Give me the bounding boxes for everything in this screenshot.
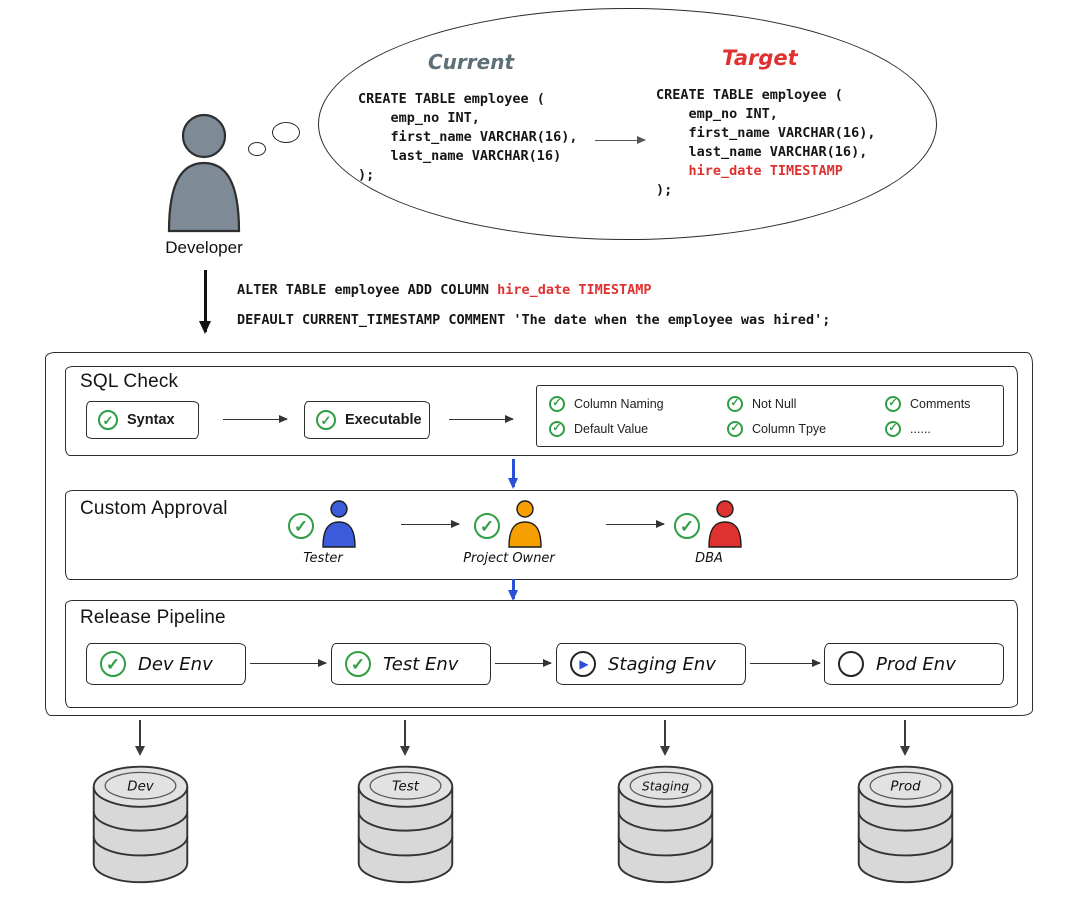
stage-test-env: Test Env (331, 643, 491, 685)
rule-label: Column Tpye (752, 421, 827, 436)
pipeline-arrow-3 (750, 658, 821, 667)
target-schema-title: Target (722, 46, 798, 70)
alter-line1-prefix: ALTER TABLE employee ADD COLUMN (237, 282, 498, 298)
current-schema-code: CREATE TABLE employee ( emp_no INT, firs… (358, 91, 578, 183)
sql-check-title: SQL Check (80, 371, 179, 392)
play-icon (570, 651, 596, 677)
executable-step-label: Executable (345, 412, 422, 428)
check-icon (316, 410, 336, 430)
dba-person-icon (708, 500, 742, 548)
stage-label: Prod Env (876, 653, 956, 675)
check-icon (727, 420, 743, 437)
developer-flow-arrow (199, 270, 211, 334)
stage-dev-env: Dev Env (86, 643, 246, 685)
project-owner-label: Project Owner (463, 551, 555, 566)
project-owner-person-icon (508, 500, 542, 548)
rule-more: ...... (885, 420, 1015, 437)
check-icon (549, 395, 565, 412)
approval-arrow-1 (401, 519, 460, 528)
developer-person-icon (167, 113, 241, 233)
release-pipeline-title: Release Pipeline (80, 607, 226, 628)
dev-database-icon: Dev (92, 765, 189, 884)
rule-label: ...... (910, 421, 931, 436)
sql-check-section: SQL Check Syntax Executable Column Namin… (65, 366, 1018, 456)
check-icon (474, 513, 500, 539)
rule-default-value: Default Value (549, 420, 727, 437)
sql-check-arrow-1 (223, 414, 288, 423)
rule-column-naming: Column Naming (549, 395, 727, 412)
staging-database-icon: Staging (617, 765, 714, 884)
check-icon (727, 395, 743, 412)
rule-label: Default Value (574, 421, 649, 436)
prod-database-label: Prod (890, 780, 921, 795)
check-icon (885, 395, 901, 412)
executable-check-step: Executable (304, 401, 430, 439)
stage-label: Dev Env (138, 653, 213, 675)
alter-statement-line1: ALTER TABLE employee ADD COLUMN hire_dat… (237, 281, 652, 300)
deploy-arrow-staging (660, 720, 670, 756)
staging-database-label: Staging (642, 779, 689, 794)
pending-circle-icon (838, 651, 864, 677)
prod-database-icon: Prod (857, 765, 954, 884)
current-schema-title: Current (428, 50, 515, 74)
rule-label: Not Null (752, 396, 797, 411)
check-icon (549, 420, 565, 437)
approval-arrow-2 (606, 519, 665, 528)
stage-staging-env: Staging Env (556, 643, 746, 685)
syntax-check-step: Syntax (86, 401, 199, 439)
custom-approval-section: Custom Approval Tester Project Owner (65, 490, 1018, 580)
target-code-before: CREATE TABLE employee ( emp_no INT, firs… (656, 87, 876, 160)
deploy-arrow-prod (900, 720, 910, 756)
alter-statement-line2: DEFAULT CURRENT_TIMESTAMP COMMENT 'The d… (237, 312, 831, 328)
flow-arrow-sqlcheck-to-approval (508, 459, 518, 489)
rule-label: Comments (910, 396, 971, 411)
deploy-arrow-test (400, 720, 410, 756)
thought-bubble-dot-large (272, 122, 300, 143)
thought-bubble (318, 8, 937, 240)
thought-bubble-dot-small (248, 142, 266, 156)
stage-label: Test Env (383, 653, 459, 675)
pipeline-arrow-1 (250, 658, 327, 667)
developer-label: Developer (165, 238, 243, 257)
syntax-step-label: Syntax (127, 412, 175, 428)
sql-rule-checklist: Column Naming Not Null Comments Default … (536, 385, 1004, 447)
deploy-arrow-dev (135, 720, 145, 756)
dba-label: DBA (695, 551, 723, 566)
pipeline-arrow-2 (495, 658, 552, 667)
sql-check-arrow-2 (449, 414, 514, 423)
check-icon (674, 513, 700, 539)
check-icon (100, 651, 126, 677)
approver-project-owner (474, 499, 545, 549)
approver-dba (674, 499, 745, 549)
tester-label: Tester (303, 551, 343, 566)
rule-comments: Comments (885, 395, 1015, 412)
approver-tester (288, 499, 359, 549)
custom-approval-title: Custom Approval (80, 498, 228, 519)
alter-line1-highlight: hire_date TIMESTAMP (497, 282, 652, 298)
stage-label: Staging Env (608, 653, 716, 675)
target-schema-code: CREATE TABLE employee ( emp_no INT, firs… (656, 86, 875, 200)
release-pipeline-section: Release Pipeline Dev Env Test Env Stagin… (65, 600, 1018, 708)
flow-arrow-approval-to-pipeline (508, 579, 518, 601)
check-icon (288, 513, 314, 539)
test-database-label: Test (392, 780, 420, 795)
target-code-highlight: hire_date TIMESTAMP (656, 163, 843, 179)
check-icon (345, 651, 371, 677)
stage-prod-env: Prod Env (824, 643, 1004, 685)
dev-database-label: Dev (127, 780, 155, 795)
rule-column-type: Column Tpye (727, 420, 885, 437)
check-icon (98, 410, 118, 430)
check-icon (885, 420, 901, 437)
target-code-after: ); (656, 182, 673, 198)
rule-not-null: Not Null (727, 395, 885, 412)
test-database-icon: Test (357, 765, 454, 884)
tester-person-icon (322, 500, 356, 548)
schema-diff-arrow (595, 135, 646, 144)
rule-label: Column Naming (574, 396, 664, 411)
